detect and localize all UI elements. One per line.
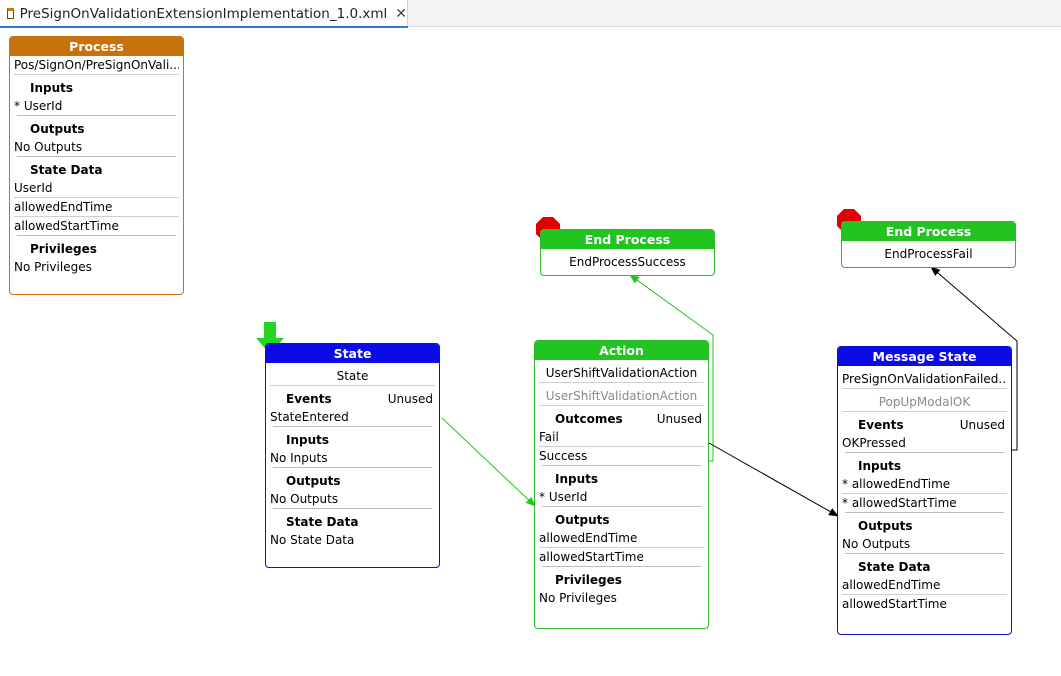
- end-process-name: EndProcessSuccess: [569, 255, 686, 269]
- outcome-success[interactable]: Success: [539, 449, 588, 463]
- tab-title: PreSignOnValidationExtensionImplementati…: [19, 5, 388, 22]
- end-process-header: End Process: [541, 230, 714, 249]
- process-node[interactable]: Process Pos/SignOn/PreSignOnVali... Inpu…: [9, 36, 184, 295]
- outputs-title: Outputs: [286, 474, 341, 488]
- privilege-item: No Privileges: [539, 591, 617, 605]
- inputs-title: Inputs: [286, 433, 330, 447]
- input-item: * allowedStartTime: [842, 496, 957, 510]
- events-title: Events: [286, 392, 332, 406]
- inputs-title: Inputs: [858, 459, 902, 473]
- outputs-title: Outputs: [858, 519, 913, 533]
- inputs-title: Inputs: [30, 81, 74, 95]
- wire-fail-to-message-state[interactable]: [708, 442, 839, 517]
- inputs-title: Inputs: [555, 472, 599, 486]
- outputs-title: Outputs: [30, 122, 85, 136]
- close-icon[interactable]: ✕: [395, 5, 407, 22]
- state-data-title: State Data: [30, 163, 103, 177]
- xml-file-icon: [7, 8, 14, 19]
- state-node[interactable]: State State Events Unused StateEntered I…: [265, 343, 440, 568]
- state-header: State: [266, 344, 439, 363]
- input-item: * UserId: [539, 490, 588, 504]
- output-item: No Outputs: [270, 492, 339, 506]
- event-item[interactable]: OKPressed: [842, 436, 906, 450]
- wire-state-to-action[interactable]: [441, 417, 536, 507]
- state-data-item: allowedStartTime: [842, 597, 947, 611]
- input-item: * allowedEndTime: [842, 475, 1007, 494]
- output-item: allowedStartTime: [539, 550, 644, 564]
- state-name: State: [270, 367, 435, 386]
- events-unused-label: Unused: [387, 392, 433, 406]
- events-unused-label: Unused: [959, 418, 1005, 432]
- outputs-title: Outputs: [555, 513, 610, 527]
- wire-okpressed-to-end-fail[interactable]: [930, 266, 1018, 451]
- output-item: No Outputs: [842, 537, 911, 551]
- state-data-title: State Data: [858, 560, 931, 574]
- outcomes-unused-label: Unused: [656, 412, 702, 426]
- input-item: No Inputs: [270, 451, 328, 465]
- events-title: Events: [858, 418, 904, 432]
- action-node[interactable]: Action UserShiftValidationAction UserShi…: [534, 340, 709, 629]
- end-process-success-node[interactable]: End Process EndProcessSuccess: [540, 229, 715, 276]
- message-state-node[interactable]: Message State PreSignOnValidationFailed.…: [837, 346, 1012, 635]
- privilege-item: No Privileges: [14, 260, 92, 274]
- end-process-header: End Process: [842, 222, 1015, 241]
- event-item: StateEntered: [270, 410, 349, 424]
- state-data-item: allowedEndTime: [842, 576, 1007, 595]
- action-class-name: UserShiftValidationAction: [539, 387, 704, 406]
- input-item: * UserId: [14, 99, 63, 113]
- state-data-item: allowedStartTime: [14, 219, 119, 233]
- state-data-item: No State Data: [270, 533, 355, 547]
- outcome-fail[interactable]: Fail: [539, 428, 704, 447]
- message-state-header: Message State: [838, 347, 1011, 366]
- message-state-modal: PopUpModalOK: [842, 393, 1007, 412]
- output-item: allowedEndTime: [539, 529, 704, 548]
- editor-tab-bar: PreSignOnValidationExtensionImplementati…: [0, 0, 1061, 28]
- state-data-item: UserId: [14, 179, 179, 198]
- state-data-item: allowedEndTime: [14, 198, 179, 217]
- wire-success-to-end-success[interactable]: [629, 274, 714, 462]
- editor-tab[interactable]: PreSignOnValidationExtensionImplementati…: [0, 0, 408, 28]
- process-path: Pos/SignOn/PreSignOnVali...: [14, 56, 179, 75]
- message-state-name: PreSignOnValidationFailed...: [842, 370, 1007, 389]
- privileges-title: Privileges: [555, 573, 622, 587]
- action-name: UserShiftValidationAction: [539, 364, 704, 383]
- outcomes-title: Outcomes: [555, 412, 623, 426]
- end-process-name: EndProcessFail: [884, 247, 973, 261]
- action-header: Action: [535, 341, 708, 360]
- tab-active-indicator: [0, 26, 408, 28]
- state-data-title: State Data: [286, 515, 359, 529]
- output-item: No Outputs: [14, 140, 83, 154]
- process-header: Process: [10, 37, 183, 56]
- privileges-title: Privileges: [30, 242, 97, 256]
- end-process-fail-node[interactable]: End Process EndProcessFail: [841, 221, 1016, 268]
